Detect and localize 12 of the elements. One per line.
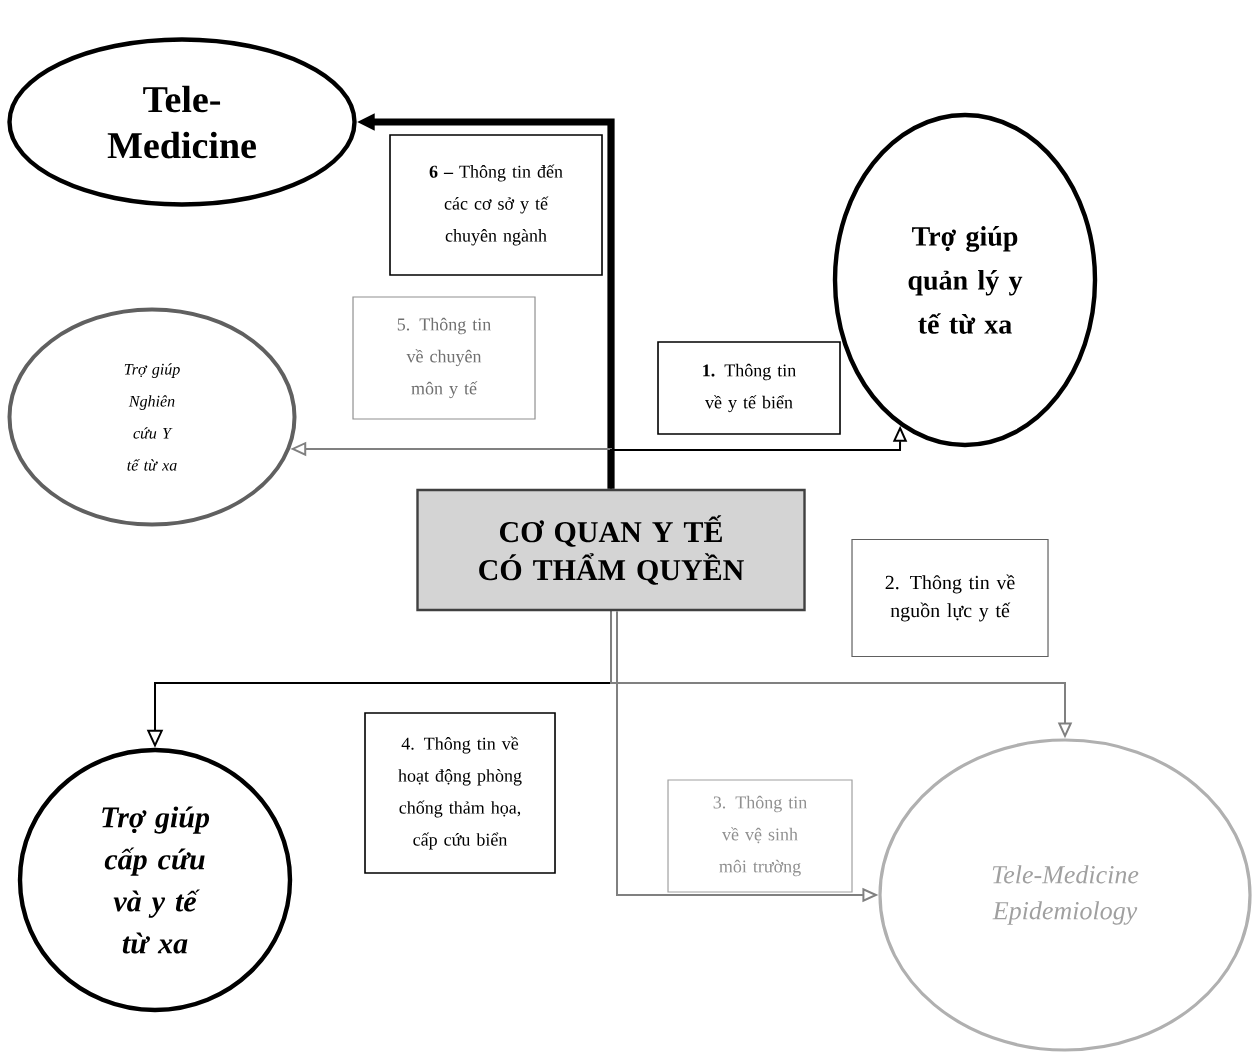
circle-node: Trợ giúp Nghiên cứu Y tế từ xa	[7, 307, 297, 527]
info-box: 6 – Thông tin đến các cơ sở y tế chuyên ngành	[389, 134, 603, 276]
circle-node: Tele-Medicine Epidemiology	[878, 738, 1252, 1052]
info-box: 5. Thông tin về chuyên môn y tế	[352, 296, 536, 420]
info-box: 2. Thông tin về nguồn lực y tế	[851, 538, 1049, 658]
info-box: 4. Thông tin về hoạt động phòng chống thảm họa, cấp cứu biển	[364, 712, 556, 874]
authority-box: CƠ QUAN Y TẾ CÓ THẨM QUYỀN	[416, 488, 806, 612]
ellipse-node: Tele-Medicine	[7, 37, 357, 207]
info-box: 3. Thông tin về vệ sinh môi trường	[667, 779, 853, 893]
circle-node: Trợ giúp cấp cứu và y tế từ xa	[17, 747, 293, 1013]
info-box: 1. Thông tin về y tế biển	[657, 341, 841, 435]
circle-node: Trợ giúp quản lý y tế từ xa	[832, 112, 1098, 448]
